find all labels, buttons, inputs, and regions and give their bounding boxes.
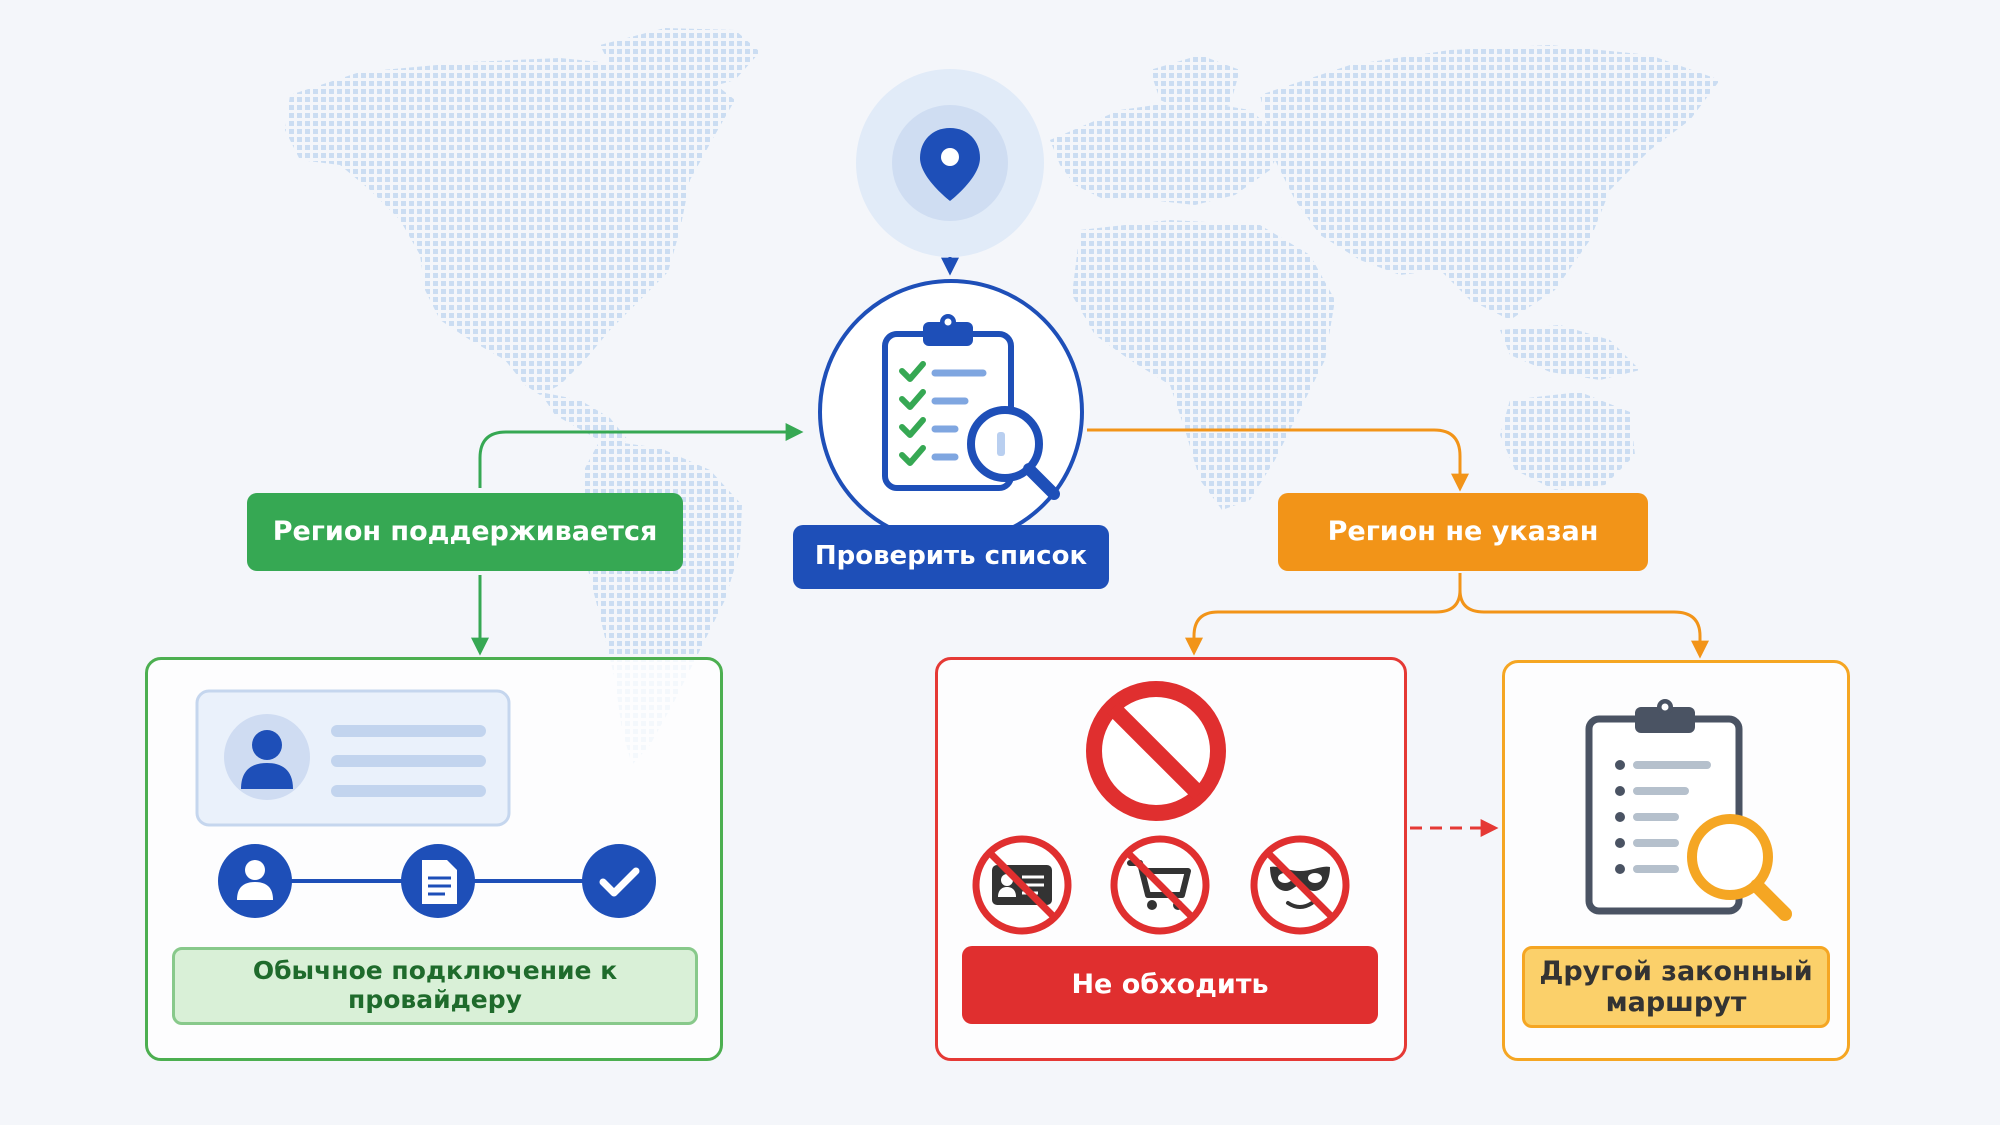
map-greenland bbox=[600, 28, 760, 90]
map-north-america bbox=[285, 58, 735, 395]
other-legal-route-label: Другой законный маршрут bbox=[1522, 946, 1830, 1028]
map-asia bbox=[1260, 45, 1720, 320]
user-avatar-icon bbox=[218, 844, 292, 918]
region-supported-label: Регион поддерживается bbox=[247, 493, 683, 571]
user-profile-card bbox=[195, 689, 511, 827]
region-unspecified-label: Регион не указан bbox=[1278, 493, 1648, 571]
clipboard-list-icon bbox=[1585, 699, 1792, 921]
connection-process-steps bbox=[218, 844, 656, 918]
prohibited-icon bbox=[1086, 681, 1226, 821]
arrow-unspecified-to-other bbox=[1458, 589, 1709, 659]
map-southeast-asia bbox=[1500, 325, 1640, 380]
map-europe bbox=[1050, 100, 1285, 205]
no-bypass-label: Не обходить bbox=[962, 946, 1378, 1024]
arrow-check-to-unspecified bbox=[1087, 428, 1469, 492]
map-australia bbox=[1500, 392, 1635, 490]
document-icon bbox=[401, 844, 475, 918]
map-scandinavia bbox=[1150, 55, 1240, 115]
other-route-line-1: Другой законный bbox=[1539, 955, 1813, 987]
location-pin-icon bbox=[856, 69, 1044, 257]
magnifier-icon bbox=[967, 406, 1060, 500]
no-mask-icon bbox=[1250, 835, 1350, 935]
magnifier-icon bbox=[1687, 814, 1792, 921]
other-route-line-2: маршрут bbox=[1605, 987, 1747, 1018]
map-africa bbox=[1072, 220, 1335, 510]
no-shopping-cart-icon bbox=[1110, 835, 1210, 935]
normal-connection-label: Обычное подключение к провайдеру bbox=[172, 947, 698, 1025]
check-list-label: Проверить список bbox=[793, 525, 1109, 589]
map-central-america bbox=[540, 392, 628, 448]
checkmark-icon bbox=[582, 844, 656, 918]
arrow-supported-to-check bbox=[478, 423, 804, 488]
no-id-card-icon bbox=[972, 835, 1072, 935]
clipboard-checklist-icon bbox=[818, 279, 1084, 545]
arrow-unspecified-to-no-bypass bbox=[1185, 573, 1462, 656]
